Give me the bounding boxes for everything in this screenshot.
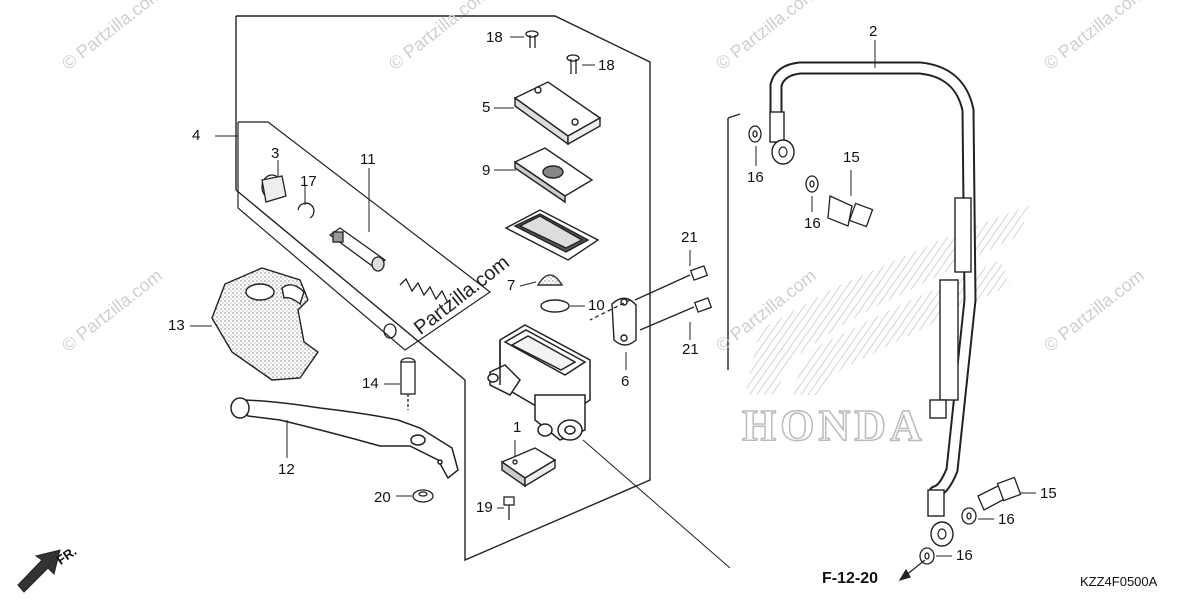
holder-bolt-21 — [589, 265, 713, 331]
callout-15: 15 — [843, 149, 860, 166]
boot-3 — [261, 174, 287, 203]
lever-guard-13 — [211, 267, 319, 381]
master-cylinder-body — [487, 324, 591, 441]
pivot-bolt-14 — [400, 357, 416, 410]
callout-17: 17 — [300, 173, 317, 190]
callout-16: 16 — [956, 547, 973, 564]
callout-21: 21 — [682, 341, 699, 358]
callout-4: 4 — [192, 127, 201, 144]
brake-lever-12 — [230, 397, 459, 480]
callout-9: 9 — [482, 162, 491, 179]
callout-16: 16 — [998, 511, 1015, 528]
piston-set-outline — [237, 121, 492, 351]
callout-19: 19 — [476, 499, 493, 516]
assembly-outline — [235, 15, 651, 562]
callout-13: 13 — [168, 317, 185, 334]
reference-arrow — [898, 559, 926, 582]
sealing-washers-16 — [748, 125, 977, 565]
piston-11 — [328, 227, 387, 272]
brake-hose-2 — [769, 61, 977, 547]
o-ring — [383, 323, 397, 339]
callout-10: 10 — [588, 297, 605, 314]
circlip-10 — [540, 299, 570, 313]
diagram-code: KZZ4F0500A — [1080, 574, 1158, 589]
holder-6 — [611, 297, 637, 346]
snap-ring-17 — [297, 202, 315, 219]
reference-link[interactable]: F-12-20 — [822, 570, 879, 587]
callout-5: 5 — [482, 99, 491, 116]
callout-2: 2 — [869, 23, 878, 40]
callout-11: 11 — [360, 151, 376, 168]
switch-screw-19 — [503, 496, 515, 520]
honda-brand-watermark: HONDA — [741, 400, 926, 451]
reservoir-cap-5 — [513, 81, 602, 146]
diaphragm-plate-9 — [513, 147, 594, 204]
cap-screw-18 — [525, 30, 580, 74]
oil-bolt-15 — [827, 195, 1022, 511]
float-7 — [536, 274, 564, 286]
leader-lines — [190, 36, 1036, 569]
callout-20: 20 — [374, 489, 391, 506]
callout-16: 16 — [747, 169, 764, 186]
callout-18: 18 — [598, 57, 615, 74]
brake-switch-1 — [500, 447, 557, 488]
callout-16: 16 — [804, 215, 821, 232]
callout-21: 21 — [681, 229, 698, 246]
callout-1: 1 — [513, 419, 522, 436]
callout-18: 18 — [486, 29, 503, 46]
callout-15: 15 — [1040, 485, 1057, 502]
callout-14: 14 — [362, 375, 379, 392]
callout-6: 6 — [621, 373, 630, 390]
callout-3: 3 — [271, 145, 280, 162]
front-arrow — [17, 549, 61, 593]
lever-nut-20 — [412, 489, 434, 503]
hose-outline — [727, 113, 741, 370]
callout-7: 7 — [507, 277, 516, 294]
spring — [399, 277, 449, 304]
diaphragm — [504, 209, 600, 261]
callout-12: 12 — [278, 461, 295, 478]
